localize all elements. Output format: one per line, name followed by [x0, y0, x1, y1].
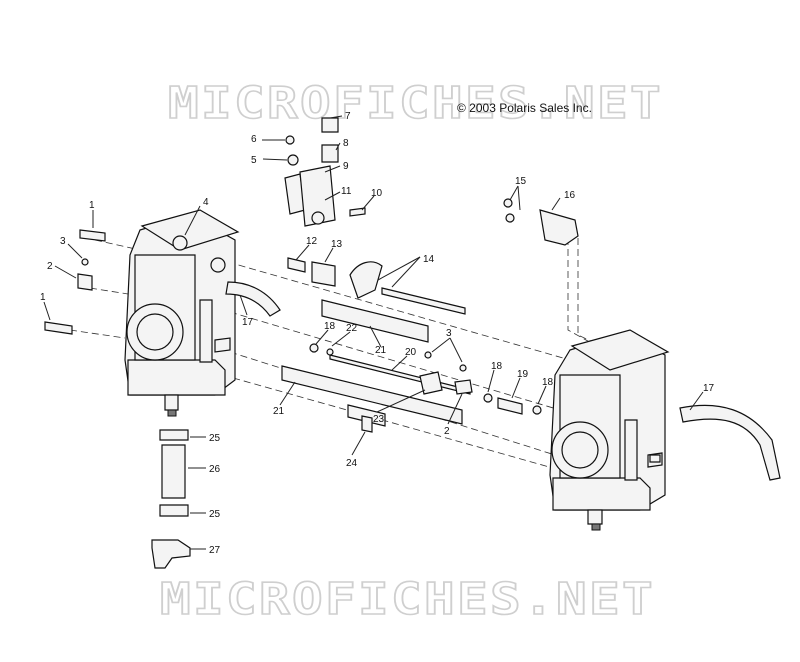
callout-20: 20: [405, 347, 417, 358]
small-parts: [44, 117, 661, 569]
callout-4: 4: [203, 197, 209, 208]
callout-22: 22: [346, 323, 358, 334]
callout-2a: 2: [47, 261, 53, 272]
callout-1b: 1: [40, 292, 46, 303]
callouts: 1 1 2 2 3 3 4 5 6 7 8 9 10 11 12 13 14 1…: [40, 111, 715, 556]
callout-6: 6: [251, 134, 257, 145]
callout-18b: 18: [491, 361, 503, 372]
callout-16: 16: [564, 190, 576, 201]
callout-21a: 21: [375, 345, 387, 356]
right-carburetor: [549, 329, 670, 531]
watermark-top: MICROFICHES.NET: [168, 78, 663, 129]
callout-14: 14: [423, 254, 435, 265]
callout-2b: 2: [444, 426, 450, 437]
callout-25a: 25: [209, 433, 221, 444]
callout-9: 9: [343, 161, 349, 172]
callout-23: 23: [373, 414, 385, 425]
callout-18c: 18: [542, 377, 554, 388]
callout-13: 13: [331, 239, 343, 250]
watermark-bottom: MICROFICHES.NET: [160, 574, 655, 625]
hose-right: [679, 404, 781, 481]
callout-17b: 17: [703, 383, 715, 394]
callout-21b: 21: [273, 406, 285, 417]
callout-5: 5: [251, 155, 257, 166]
callout-27: 27: [209, 545, 221, 556]
callout-10: 10: [371, 188, 383, 199]
callout-15: 15: [515, 176, 527, 187]
callout-11: 11: [341, 186, 352, 197]
callout-3b: 3: [446, 328, 452, 339]
copyright-text: © 2003 Polaris Sales Inc.: [457, 101, 592, 115]
callout-26: 26: [209, 464, 221, 475]
callout-1a: 1: [89, 200, 95, 211]
callout-25b: 25: [209, 509, 221, 520]
leader-lines: [43, 115, 704, 550]
left-carburetor: [124, 209, 240, 417]
callout-12: 12: [306, 236, 318, 247]
callout-8: 8: [343, 138, 349, 149]
callout-24: 24: [346, 458, 358, 469]
callout-19: 19: [517, 369, 529, 380]
callout-17a: 17: [242, 317, 254, 328]
callout-7: 7: [345, 111, 351, 122]
callout-18a: 18: [324, 321, 336, 332]
hose-left: [225, 281, 281, 317]
callout-3a: 3: [60, 236, 66, 247]
shafts: [281, 287, 471, 433]
